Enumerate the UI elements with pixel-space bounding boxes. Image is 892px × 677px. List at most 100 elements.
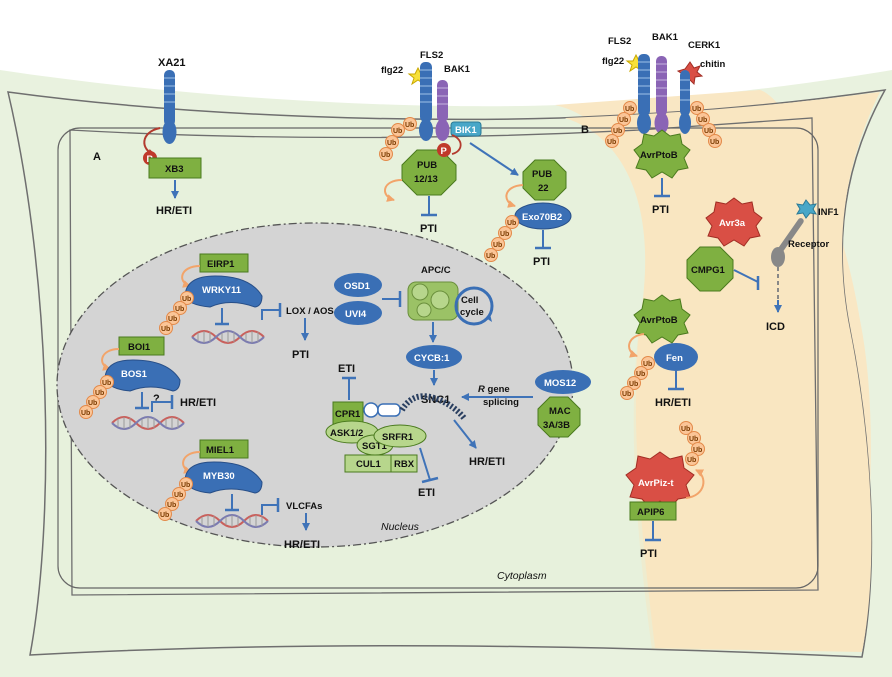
fls2-label-center: FLS2 [420,50,443,61]
mac-octagon: MAC 3A/3B [537,396,581,438]
wrky11-shape: WRKY11 [184,275,263,308]
apip6-pti: PTI [640,548,657,560]
svg-text:EIRP1: EIRP1 [207,259,235,270]
flg22-label-b: flg22 [602,56,624,67]
xb3-box: XB3 [148,157,202,179]
bak1-receptor-center [435,80,450,141]
svg-text:Ub: Ub [181,482,190,489]
svg-text:Ub: Ub [698,117,707,124]
svg-text:12/13: 12/13 [414,174,438,185]
myb30-hr-eti: HR/ETI [284,539,320,551]
avrptob-ub-arrow [628,333,645,358]
bak1-label-center: BAK1 [444,64,471,75]
r-gene-label: R gene [478,384,510,395]
nucleus-label: Nucleus [381,521,420,533]
svg-text:Ub: Ub [493,242,502,249]
apip6-box: APIP6 [629,501,677,521]
srfr1-eti-inhibit [419,447,431,481]
eti-top-label: ETI [338,363,355,375]
svg-text:MOS12: MOS12 [544,378,576,389]
svg-text:Ub: Ub [81,410,90,417]
srfr1-oval: SRFR1 [373,424,427,448]
svg-text:AvrPtoB: AvrPtoB [640,315,678,326]
cycb1-oval: CYCB:1 [406,345,462,369]
svg-text:UVI4: UVI4 [345,309,367,320]
svg-text:Ub: Ub [167,502,176,509]
svg-text:22: 22 [538,183,549,194]
bos1-hr-eti: HR/ETI [180,397,216,409]
svg-text:BOI1: BOI1 [128,342,151,353]
svg-text:Ub: Ub [681,426,690,433]
cmpg1-octagon: CMPG1 [686,246,734,292]
flg22-label-center: flg22 [381,65,403,76]
svg-text:3A/3B: 3A/3B [543,420,570,431]
avrptob-b-mid: AvrPtoB [633,294,691,344]
inf1-star [796,199,817,219]
cul1-box: CUL1 [344,454,392,473]
svg-text:SGT1: SGT1 [362,441,388,452]
miel1-box: MIEL1 [199,439,249,459]
svg-text:BOS1: BOS1 [121,369,148,380]
pub22-ub-arrow [505,184,524,208]
splicing-label: splicing [483,397,519,408]
svg-text:Ub: Ub [393,128,402,135]
svg-text:AvrPtoB: AvrPtoB [640,150,678,161]
svg-text:XA21: XA21 [158,57,186,69]
receptor-label: Receptor [788,239,829,250]
svg-text:Ub: Ub [693,447,702,454]
svg-text:Ub: Ub [689,436,698,443]
pub1213-octagon: PUB 12/13 [401,149,457,196]
svg-text:Avr3a: Avr3a [719,218,746,229]
pub22-octagon: PUB 22 [522,159,567,201]
svg-text:Ub: Ub [704,128,713,135]
svg-text:CYCB:1: CYCB:1 [414,353,450,364]
lox-aos-label: LOX / AOS [286,306,334,317]
inf1-receptor [771,218,804,300]
mos12-oval: MOS12 [535,370,591,394]
svg-text:Ub: Ub [619,117,628,124]
svg-text:Ub: Ub [405,122,414,129]
fls2-label-b: FLS2 [608,36,631,47]
avrptob-b-top: AvrPtoB [633,129,691,179]
xb3-hr-eti: HR/ETI [156,205,192,217]
pub1213-p-badge: P [437,143,451,157]
svg-text:XB3: XB3 [165,164,183,175]
avrpizt-star: AvrPiz-t [625,451,695,509]
bik1-to-pub22-arrow [469,142,519,176]
svg-text:PUB: PUB [417,160,437,171]
osd1-oval: OSD1 [334,273,382,297]
apcc-complex [407,281,459,321]
svg-text:P: P [441,146,448,157]
svg-text:Ub: Ub [643,361,652,368]
fls2-receptor-center [419,62,433,141]
svg-text:Ub: Ub [175,306,184,313]
exo70b2-pti: PTI [533,256,550,268]
svg-text:Ub: Ub [710,139,719,146]
snc1-receptor [363,393,467,420]
eti-bottom-label: ETI [418,487,435,499]
svg-text:OSD1: OSD1 [344,281,371,292]
svg-text:Ub: Ub [613,128,622,135]
cytoplasm-border [69,117,819,596]
fls2-receptor-b [637,54,651,134]
cmpg1-icd-inhibit [733,269,759,283]
svg-text:Fen: Fen [666,353,683,364]
svg-text:Cell: Cell [461,295,478,306]
panel-a-label: A [93,151,101,163]
svg-text:AvrPiz-t: AvrPiz-t [638,478,674,489]
apip6-ub-arrow [685,469,705,499]
svg-text:Ub: Ub [687,457,696,464]
lox-pti: PTI [292,349,309,361]
svg-text:Ub: Ub [629,381,638,388]
cytoplasm-label: Cytoplasm [497,570,547,582]
svg-text:WRKY11: WRKY11 [202,285,242,296]
svg-text:Ub: Ub [500,231,509,238]
svg-text:Ub: Ub [174,492,183,499]
apcc-label: APC/C [421,265,451,276]
